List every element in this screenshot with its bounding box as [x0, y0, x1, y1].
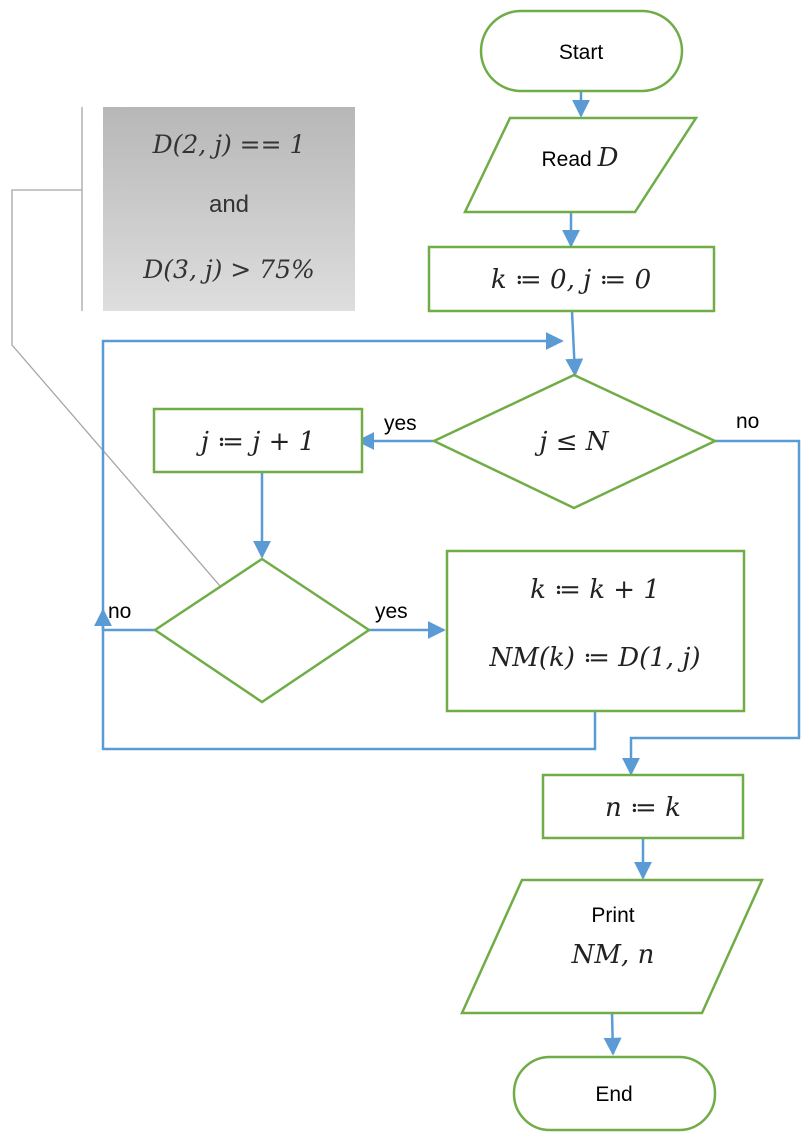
- increment-shape: [152, 407, 364, 474]
- end-shape: [512, 1055, 717, 1132]
- print-vars: NM, n: [571, 940, 655, 970]
- increment-node[interactable]: j ≔ j + 1: [152, 407, 364, 474]
- start-label: Start: [559, 41, 604, 64]
- init-shape: [427, 245, 716, 313]
- start-node[interactable]: Start: [479, 9, 684, 93]
- callout-leader-line: [11, 189, 259, 631]
- store-line-2: NM(k) ≔ D(1, j): [488, 643, 700, 673]
- read-var: D: [597, 143, 619, 173]
- loop-no-label: no: [736, 410, 759, 433]
- arrow-loop-back: [101, 332, 564, 630]
- filter-no-label: no: [108, 600, 131, 623]
- end-label: End: [595, 1083, 632, 1106]
- start-shape: [479, 9, 684, 93]
- increment-label: j ≔ j + 1: [196, 427, 315, 457]
- loop-condition-shape: [431, 373, 718, 510]
- loop-condition-node[interactable]: j ≤ N: [431, 373, 718, 510]
- end-node[interactable]: End: [512, 1055, 717, 1132]
- loop-yes-label: yes: [384, 412, 417, 435]
- store-node[interactable]: k ≔ k + 1 NM(k) ≔ D(1, j): [445, 549, 746, 713]
- read-shape: [463, 116, 699, 214]
- print-label: Print: [591, 904, 634, 927]
- read-label: Read D: [541, 143, 618, 173]
- arrow-loop-no: [622, 439, 801, 776]
- print-node[interactable]: Print NM, n: [460, 878, 764, 1015]
- init-label: k ≔ 0, j ≔ 0: [491, 265, 651, 295]
- filter-condition-node[interactable]: [152, 557, 372, 704]
- arrow-init-to-loop: [565, 310, 584, 377]
- loop-condition-label: j ≤ N: [534, 427, 609, 457]
- filter-yes-label: yes: [375, 600, 408, 623]
- read-node[interactable]: Read D: [463, 116, 699, 214]
- read-text: Read: [541, 148, 591, 171]
- connectors: [94, 91, 801, 1056]
- assign-n-shape: [541, 773, 745, 840]
- store-line-1: k ≔ k + 1: [530, 575, 660, 605]
- store-shape: [445, 549, 746, 713]
- filter-condition-shape: [152, 557, 372, 704]
- arrow-store-back: [94, 608, 597, 751]
- assign-n-label: n ≔ k: [605, 793, 681, 823]
- callout-line-3: D(3, j) > 75%: [142, 255, 315, 284]
- arrow-print-to-end: [603, 1012, 622, 1056]
- print-shape: [460, 878, 764, 1015]
- callout-box: [103, 107, 355, 311]
- condition-callout: D(2, j) == 1 and D(3, j) > 75%: [11, 107, 355, 631]
- assign-n-node[interactable]: n ≔ k: [541, 773, 745, 840]
- callout-line-1: D(2, j) == 1: [152, 130, 306, 159]
- init-node[interactable]: k ≔ 0, j ≔ 0: [427, 245, 716, 313]
- callout-line-2: and: [209, 191, 249, 218]
